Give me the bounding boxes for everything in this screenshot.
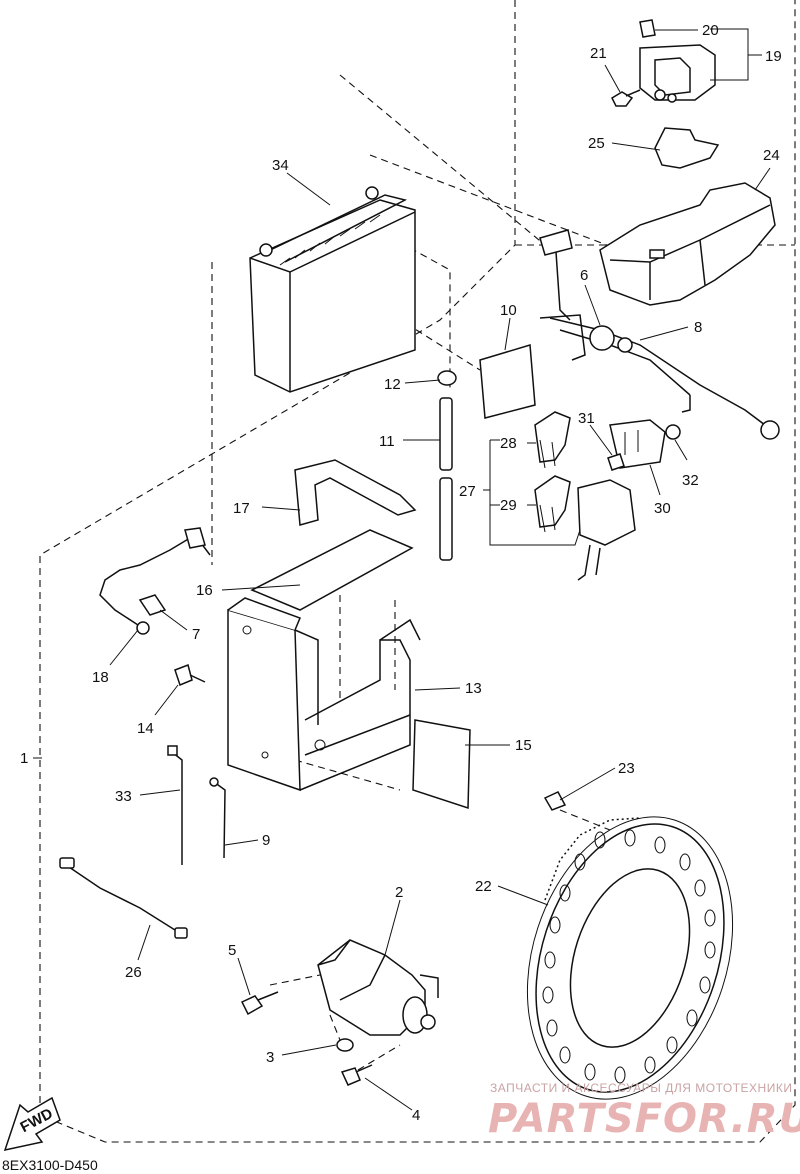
lead-wire-18	[99, 527, 211, 635]
callout-17: 17	[233, 500, 250, 517]
callout-19: 19	[765, 48, 782, 65]
starter-motor-2	[317, 939, 439, 1036]
callout-33: 33	[115, 788, 132, 805]
pad-10	[479, 344, 536, 419]
bolt-4	[340, 1064, 373, 1086]
callout-34: 34	[272, 157, 289, 174]
callout-10: 10	[500, 302, 517, 319]
screw-31	[607, 453, 625, 471]
callout-15: 15	[515, 737, 532, 754]
starter-relay	[639, 19, 716, 103]
callout-5: 5	[228, 942, 236, 959]
o-ring-3	[336, 1038, 354, 1052]
cable-tie-9	[209, 777, 226, 859]
watermark-logo: PARTSFOR.RU	[488, 1096, 800, 1142]
bolt-14	[174, 664, 206, 687]
watermark-tagline: ЗАПЧАСТИ И АКСЕССУАРЫ ДЛЯ МОТОТЕХНИКИ	[490, 1081, 792, 1095]
callout-4: 4	[412, 1107, 420, 1124]
callout-16: 16	[196, 582, 213, 599]
watermark: ЗАПЧАСТИ И АКСЕССУАРЫ ДЛЯ МОТОТЕХНИКИ PA…	[488, 1081, 800, 1142]
rod-11	[439, 397, 453, 561]
callout-6: 6	[580, 267, 588, 284]
callout-7: 7	[192, 626, 200, 643]
plate-15	[412, 719, 471, 810]
callout-28: 28	[500, 435, 517, 452]
callout-27: 27	[459, 483, 476, 500]
callout-1: 1	[20, 750, 28, 767]
connector-7	[138, 594, 167, 616]
strap-17	[294, 459, 417, 526]
battery-cable-6-8	[539, 229, 780, 440]
brake-disc-22	[526, 816, 734, 1100]
callout-24: 24	[763, 147, 780, 164]
callout-29: 29	[500, 497, 517, 514]
bolt-23	[543, 791, 567, 811]
nut-12	[437, 370, 457, 386]
callout-22: 22	[475, 878, 492, 895]
nut-32	[665, 424, 681, 440]
sheet-16	[250, 529, 414, 611]
callout-3: 3	[266, 1049, 274, 1066]
bracket-25	[654, 127, 720, 169]
battery-case-13	[227, 597, 421, 792]
callout-11: 11	[379, 433, 395, 450]
callout-26: 26	[125, 964, 142, 981]
callout-12: 12	[384, 376, 401, 393]
callout-8: 8	[694, 319, 702, 336]
callout-9: 9	[262, 832, 270, 849]
leader-lines	[33, 28, 771, 1111]
callout-14: 14	[137, 720, 154, 737]
callout-23: 23	[618, 760, 635, 777]
callout-2: 2	[395, 884, 403, 901]
callout-30: 30	[654, 500, 671, 517]
bolt-5	[240, 991, 279, 1016]
callout-13: 13	[465, 680, 482, 697]
fwd-arrow-icon: FWD	[3, 1096, 61, 1152]
battery-34	[249, 186, 416, 393]
callout-31: 31	[578, 410, 595, 427]
callout-18: 18	[92, 669, 109, 686]
callout-21: 21	[590, 45, 607, 62]
callout-32: 32	[682, 472, 699, 489]
fuse-29	[534, 475, 571, 533]
wire-harness-26	[59, 857, 188, 939]
battery-cover-24	[599, 182, 776, 306]
fuse-box	[577, 479, 636, 581]
callout-20: 20	[702, 22, 719, 39]
drawing-code: 8EX3100-D450	[2, 1157, 98, 1173]
fuse-set-bracket	[483, 439, 581, 546]
callout-labels: 20 19 21 25 24 34 6 10 8 12 11 31 28 32 …	[20, 22, 782, 1124]
cable-tie-33	[167, 745, 183, 865]
disc-holes	[542, 829, 716, 1084]
callout-25: 25	[588, 135, 605, 152]
fuse-28	[534, 411, 571, 469]
bolt-21	[611, 89, 641, 107]
